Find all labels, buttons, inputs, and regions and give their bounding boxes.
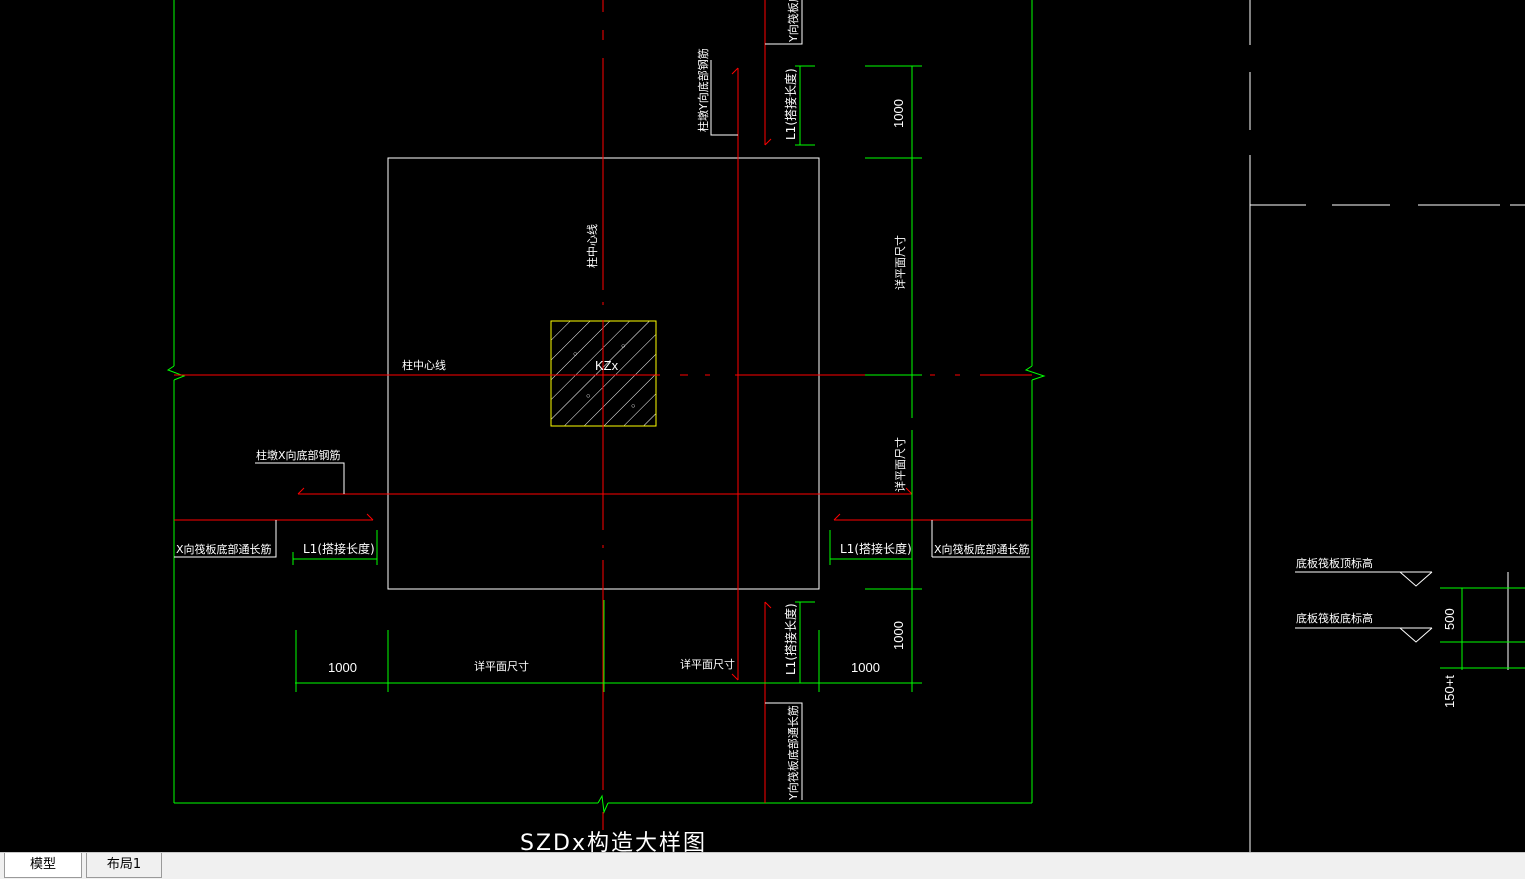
label-lap-right: L1(搭接长度): [840, 541, 912, 556]
dim-150t: 150+t: [1442, 675, 1457, 708]
tab-layout1[interactable]: 布局1: [86, 853, 162, 878]
dim-bottom-right: 1000: [851, 660, 880, 675]
label-plan-size-bottom-right: 详平面尺寸: [680, 657, 735, 671]
label-column-kz: KZx: [595, 358, 619, 373]
label-raft-top-elev: 底板筏板顶标高: [1296, 556, 1373, 570]
side-detail: 底板筏板顶标高 底板筏板底标高 500 150+t: [1249, 0, 1525, 852]
label-plan-size-right-lower: 详平面尺寸: [893, 437, 907, 492]
column-center-lines: [174, 0, 1032, 830]
label-lap-top: L1(搭接长度): [783, 68, 798, 140]
cad-drawing-canvas[interactable]: ◦ ◦ ◦ ◦: [0, 0, 1525, 852]
label-col-y-bottom-bar: 柱墩Y向底部钢筋: [696, 48, 710, 132]
rebar-lines: [174, 0, 1032, 803]
dim-right-top: 1000: [891, 99, 906, 128]
label-lap-bottom: L1(搭接长度): [783, 603, 798, 675]
layout-tab-bar: 模型 布局1: [0, 852, 1525, 879]
label-y-raft-bottom-top: Y向筏板底部通长筋: [786, 0, 800, 43]
drawing-title: SZDx构造大样图: [520, 831, 707, 852]
tab-model[interactable]: 模型: [4, 853, 82, 878]
dimension-lines: [292, 65, 922, 692]
label-x-raft-bottom-right: X向筏板底部通长筋: [934, 542, 1030, 556]
label-col-x-bottom-bar: 柱墩X向底部钢筋: [256, 448, 341, 462]
label-plan-size-bottom-center: 详平面尺寸: [474, 659, 529, 673]
label-col-center-left: 柱中心线: [402, 358, 446, 372]
label-raft-bottom-elev: 底板筏板底标高: [1296, 611, 1373, 625]
dim-500: 500: [1442, 608, 1457, 630]
label-lap-left: L1(搭接长度): [303, 541, 375, 556]
svg-text:◦: ◦: [620, 340, 627, 353]
label-x-raft-bottom-left: X向筏板底部通长筋: [176, 542, 272, 556]
label-col-center-top: 柱中心线: [585, 224, 599, 268]
dim-right-bottom: 1000: [891, 621, 906, 650]
svg-text:◦: ◦: [630, 400, 637, 413]
svg-text:◦: ◦: [572, 348, 579, 361]
dim-bottom-left: 1000: [328, 660, 357, 675]
leader-lines: [174, 0, 1030, 800]
raft-boundary: [166, 0, 1046, 814]
label-plan-size-right-upper: 详平面尺寸: [893, 235, 907, 290]
label-y-raft-bottom-bottom: Y向筏板底部通长筋: [786, 705, 800, 801]
svg-text:◦: ◦: [585, 390, 592, 403]
